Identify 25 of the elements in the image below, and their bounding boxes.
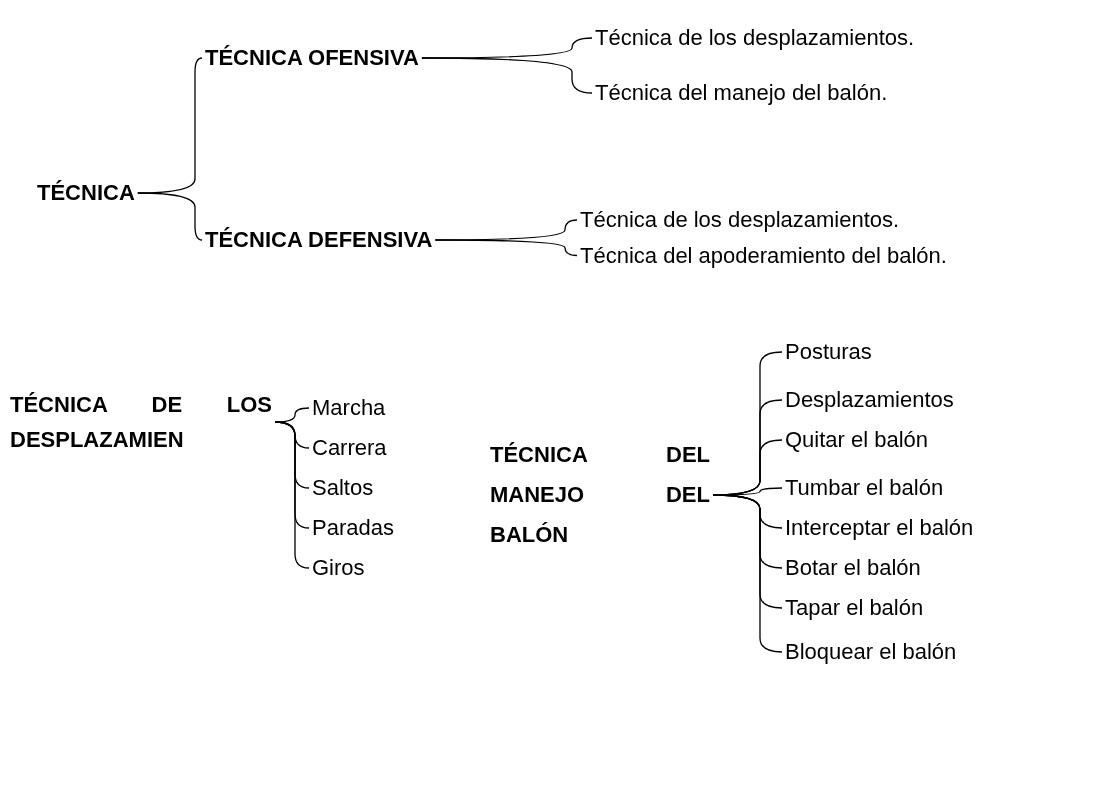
brace-connector [137,192,203,241]
item-text: Técnica de los desplazamientos. [595,18,915,58]
item-text: Saltos [312,468,374,508]
item-text: Marcha [312,388,386,428]
item-text: Botar el balón [785,548,921,588]
brace-connector [712,494,783,653]
heading-text: TÉCNICA DE LOS DESPLAZAMIEN [10,387,272,457]
heading-text: TÉCNICA DEL MANEJO DEL BALÓN [490,435,710,555]
item-text: Bloquear el balón [785,632,957,672]
item-text: Posturas [785,332,872,372]
item-text: Tapar el balón [785,588,924,628]
item-text: Tumbar el balón [785,468,944,508]
item-text: Giros [312,548,365,588]
heading-text: TÉCNICA DEFENSIVA [205,220,433,260]
heading-text: TÉCNICA OFENSIVA [205,38,419,78]
brace-connector [274,421,310,569]
item-text: Interceptar el balón [785,508,974,548]
item-text: Carrera [312,428,387,468]
brace-connector [421,57,593,94]
item-text: Paradas [312,508,394,548]
item-text: Quitar el balón [785,420,929,460]
item-text: Desplazamientos [785,380,954,420]
heading-text: TÉCNICA [37,173,135,213]
brace-connector [434,239,578,257]
item-text: Técnica del manejo del balón. [595,73,888,113]
